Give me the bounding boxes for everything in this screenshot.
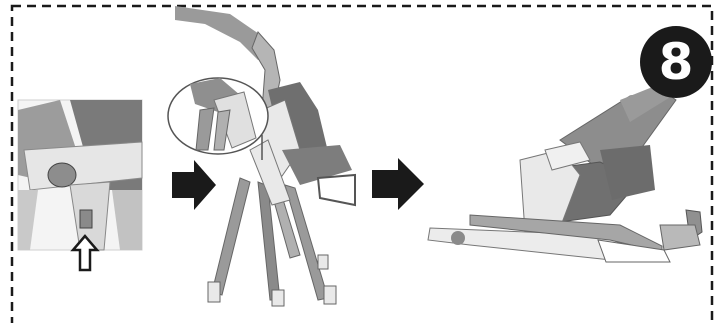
step-badge: 8 [640, 26, 712, 98]
arrow-right-icon [372, 158, 424, 210]
folded-chair-figure [428, 84, 702, 262]
arrow-right-icon [172, 160, 216, 210]
folding-chair-figure [168, 6, 355, 306]
step-number: 8 [659, 33, 694, 91]
detail-inset [18, 100, 142, 250]
